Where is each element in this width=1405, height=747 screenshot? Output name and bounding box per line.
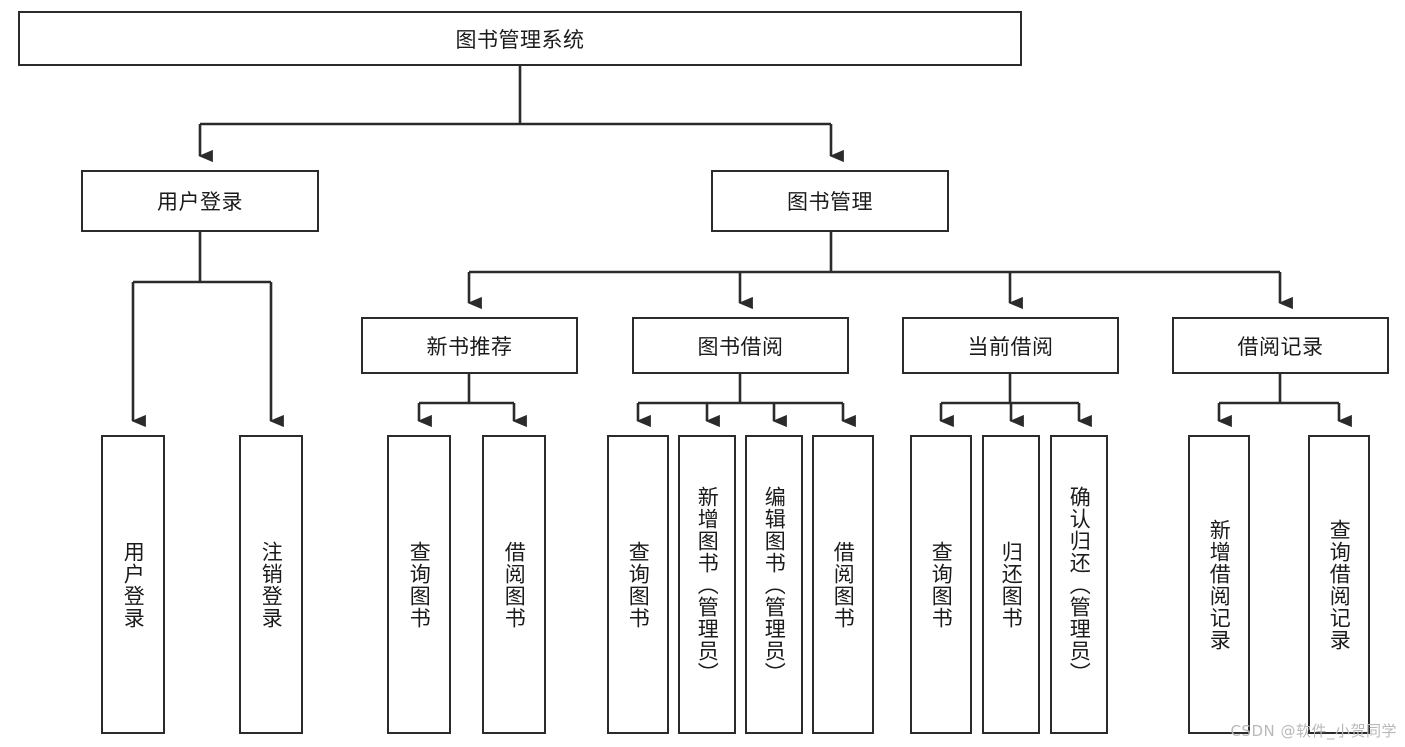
leaf-return-book[interactable]: 归还图书 xyxy=(982,435,1040,734)
leaf-query-book-2[interactable]: 查询图书 xyxy=(607,435,669,734)
leaf-confirm-return[interactable]: 确认归还（管理员） xyxy=(1050,435,1108,734)
node-current-borrow-label: 当前借阅 xyxy=(967,334,1054,359)
leaf-add-book-label: 新增图书（管理员） xyxy=(695,485,720,684)
node-new-book-rec-label: 新书推荐 xyxy=(426,334,513,359)
node-new-book-rec[interactable]: 新书推荐 xyxy=(361,317,578,374)
node-book-borrow[interactable]: 图书借阅 xyxy=(632,317,849,374)
csdn-watermark: CSDN @软件_小贺同学 xyxy=(1230,722,1397,740)
leaf-user-login[interactable]: 用户登录 xyxy=(101,435,165,734)
leaf-return-book-label: 归还图书 xyxy=(999,540,1024,629)
leaf-add-record[interactable]: 新增借阅记录 xyxy=(1188,435,1250,734)
leaf-query-book-1[interactable]: 查询图书 xyxy=(387,435,451,734)
node-user-login[interactable]: 用户登录 xyxy=(81,170,319,232)
leaf-query-record[interactable]: 查询借阅记录 xyxy=(1308,435,1370,734)
node-current-borrow[interactable]: 当前借阅 xyxy=(902,317,1119,374)
leaf-query-book-3[interactable]: 查询图书 xyxy=(910,435,972,734)
leaf-confirm-return-label: 确认归还（管理员） xyxy=(1067,485,1092,684)
node-book-manage[interactable]: 图书管理 xyxy=(711,170,949,232)
node-root[interactable]: 图书管理系统 xyxy=(18,11,1022,66)
leaf-query-record-label: 查询借阅记录 xyxy=(1327,518,1352,651)
node-borrow-record-label: 借阅记录 xyxy=(1237,334,1324,359)
node-book-borrow-label: 图书借阅 xyxy=(697,334,784,359)
leaf-edit-book-label: 编辑图书（管理员） xyxy=(762,485,787,684)
leaf-query-book-1-label: 查询图书 xyxy=(407,540,432,629)
leaf-query-book-3-label: 查询图书 xyxy=(929,540,954,629)
leaf-add-record-label: 新增借阅记录 xyxy=(1207,518,1232,651)
leaf-borrow-book-1-label: 借阅图书 xyxy=(502,540,527,629)
node-user-login-label: 用户登录 xyxy=(157,190,243,214)
leaf-add-book[interactable]: 新增图书（管理员） xyxy=(678,435,736,734)
node-root-label: 图书管理系统 xyxy=(455,27,585,52)
node-book-manage-label: 图书管理 xyxy=(787,190,873,214)
node-borrow-record[interactable]: 借阅记录 xyxy=(1172,317,1389,374)
leaf-logout[interactable]: 注销登录 xyxy=(239,435,303,734)
leaf-logout-label: 注销登录 xyxy=(259,540,284,629)
leaf-user-login-label: 用户登录 xyxy=(121,540,146,629)
leaf-edit-book[interactable]: 编辑图书（管理员） xyxy=(745,435,803,734)
leaf-query-book-2-label: 查询图书 xyxy=(626,540,651,629)
leaf-borrow-book-1[interactable]: 借阅图书 xyxy=(482,435,546,734)
leaf-borrow-book-2-label: 借阅图书 xyxy=(831,540,856,629)
leaf-borrow-book-2[interactable]: 借阅图书 xyxy=(812,435,874,734)
